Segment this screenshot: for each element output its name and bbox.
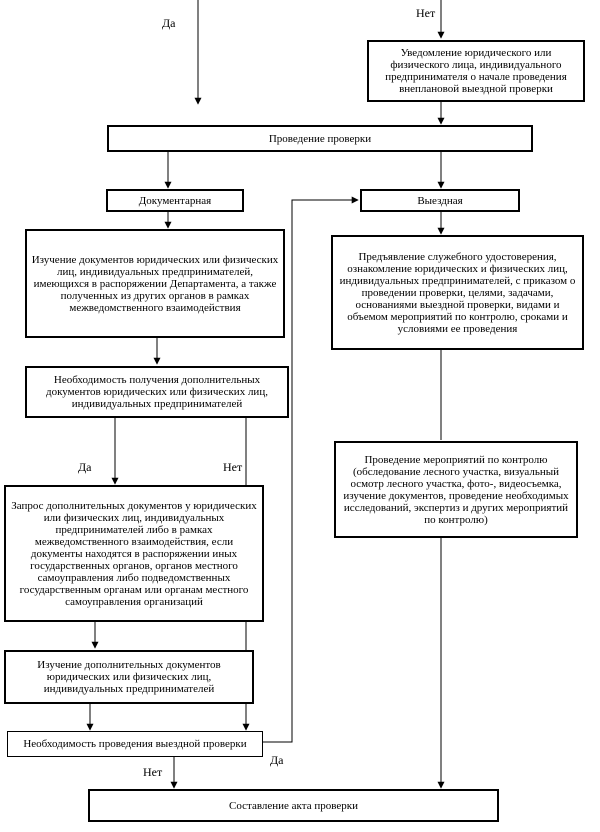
box-act: Составление акта проверки — [88, 789, 499, 822]
box-present-certificate: Предъявление служебного удостоверения, о… — [331, 235, 584, 350]
box-request-additional: Запрос дополнительных документов у юриди… — [4, 485, 264, 622]
box-request-additional-text: Запрос дополнительных документов у юриди… — [11, 499, 257, 608]
box-study-additional: Изучение дополнительных документов юриди… — [4, 650, 254, 704]
box-onsite-text: Выездная — [417, 194, 463, 207]
box-study-documents-text: Изучение документов юридических или физи… — [31, 253, 279, 314]
box-need-onsite: Необходимость проведения выездной провер… — [7, 731, 263, 757]
box-notification: Уведомление юридического или физического… — [367, 40, 585, 102]
box-onsite: Выездная — [360, 189, 520, 212]
box-control-measures-text: Проведение мероприятий по контролю (обсл… — [343, 453, 569, 526]
box-need-additional-text: Необходимость получения дополнительных д… — [46, 374, 268, 410]
label-yes-need-additional: Да — [78, 460, 92, 474]
label-no-top: Нет — [416, 6, 436, 20]
box-study-documents: Изучение документов юридических или физи… — [25, 229, 285, 338]
box-conduct-check: Проведение проверки — [107, 125, 533, 152]
arrow-need-onsite-yes-loop — [262, 196, 359, 743]
box-present-certificate-text: Предъявление служебного удостоверения, о… — [339, 250, 576, 335]
box-control-measures: Проведение мероприятий по контролю (обсл… — [334, 441, 578, 538]
label-yes-top: Да — [162, 16, 176, 30]
box-documentary: Документарная — [106, 189, 244, 212]
box-act-text: Составление акта проверки — [229, 799, 358, 812]
label-no-need-additional: Нет — [223, 460, 243, 474]
box-study-additional-text: Изучение дополнительных документов юриди… — [37, 659, 221, 695]
label-yes-need-onsite: Да — [270, 753, 284, 767]
box-need-onsite-text: Необходимость проведения выездной провер… — [23, 738, 247, 750]
box-notification-text: Уведомление юридического или физического… — [385, 47, 567, 95]
box-conduct-check-text: Проведение проверки — [268, 132, 372, 145]
box-documentary-text: Документарная — [138, 194, 212, 207]
label-no-need-onsite: Нет — [143, 765, 163, 779]
box-need-additional: Необходимость получения дополнительных д… — [25, 366, 289, 418]
